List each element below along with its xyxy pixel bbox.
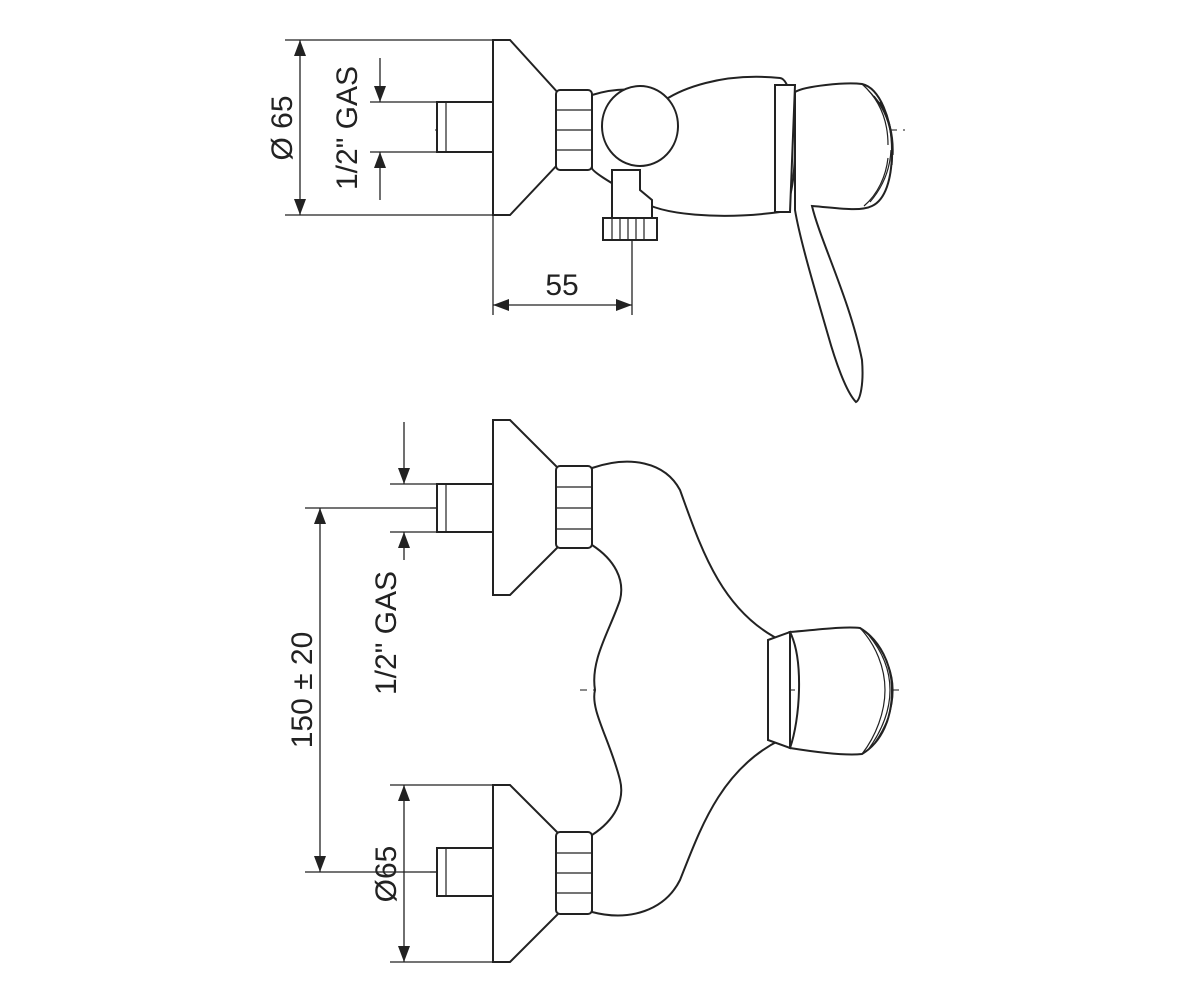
front-diameter-label: Ø65 [370, 846, 403, 903]
front-spacing-dimension [305, 507, 437, 873]
top-diameter-label: Ø 65 [266, 95, 299, 160]
top-diameter-dimension [285, 39, 493, 216]
front-mixer-body [591, 460, 781, 917]
top-inlet-pipe [436, 101, 494, 153]
top-hex-nut [555, 89, 593, 171]
top-cartridge-ring [774, 84, 797, 213]
front-lever-handle[interactable] [788, 626, 894, 756]
top-grooved-cap [861, 83, 894, 207]
front-upper-inlet-pipe [436, 483, 494, 533]
top-outlet-dimension [492, 215, 633, 315]
front-cartridge-ring [767, 630, 791, 750]
front-grooved-cap [859, 627, 894, 755]
top-body-boss [601, 85, 679, 167]
front-upper-hex-nut [555, 465, 593, 549]
front-thread-dimension [390, 422, 437, 560]
front-lower-hex-nut [555, 831, 593, 915]
top-view: Ø 65 1/2" GAS 55 [266, 39, 905, 404]
top-wall-flange [492, 39, 561, 216]
top-thread-dimension [370, 58, 437, 200]
front-upper-flange [492, 419, 561, 596]
front-spacing-label: 150 ± 20 [286, 632, 319, 749]
front-view: 1/2" GAS 150 ± 20 Ø65 [286, 419, 905, 963]
top-outlet-label: 55 [545, 269, 578, 302]
front-thread-label: 1/2" GAS [370, 571, 403, 695]
front-diameter-dimension [390, 784, 493, 963]
top-outlet-spout [602, 169, 658, 241]
front-lower-flange [492, 784, 561, 963]
top-lever-handle[interactable] [794, 82, 894, 404]
front-lower-inlet-pipe [436, 847, 494, 897]
top-thread-label: 1/2" GAS [331, 66, 364, 190]
